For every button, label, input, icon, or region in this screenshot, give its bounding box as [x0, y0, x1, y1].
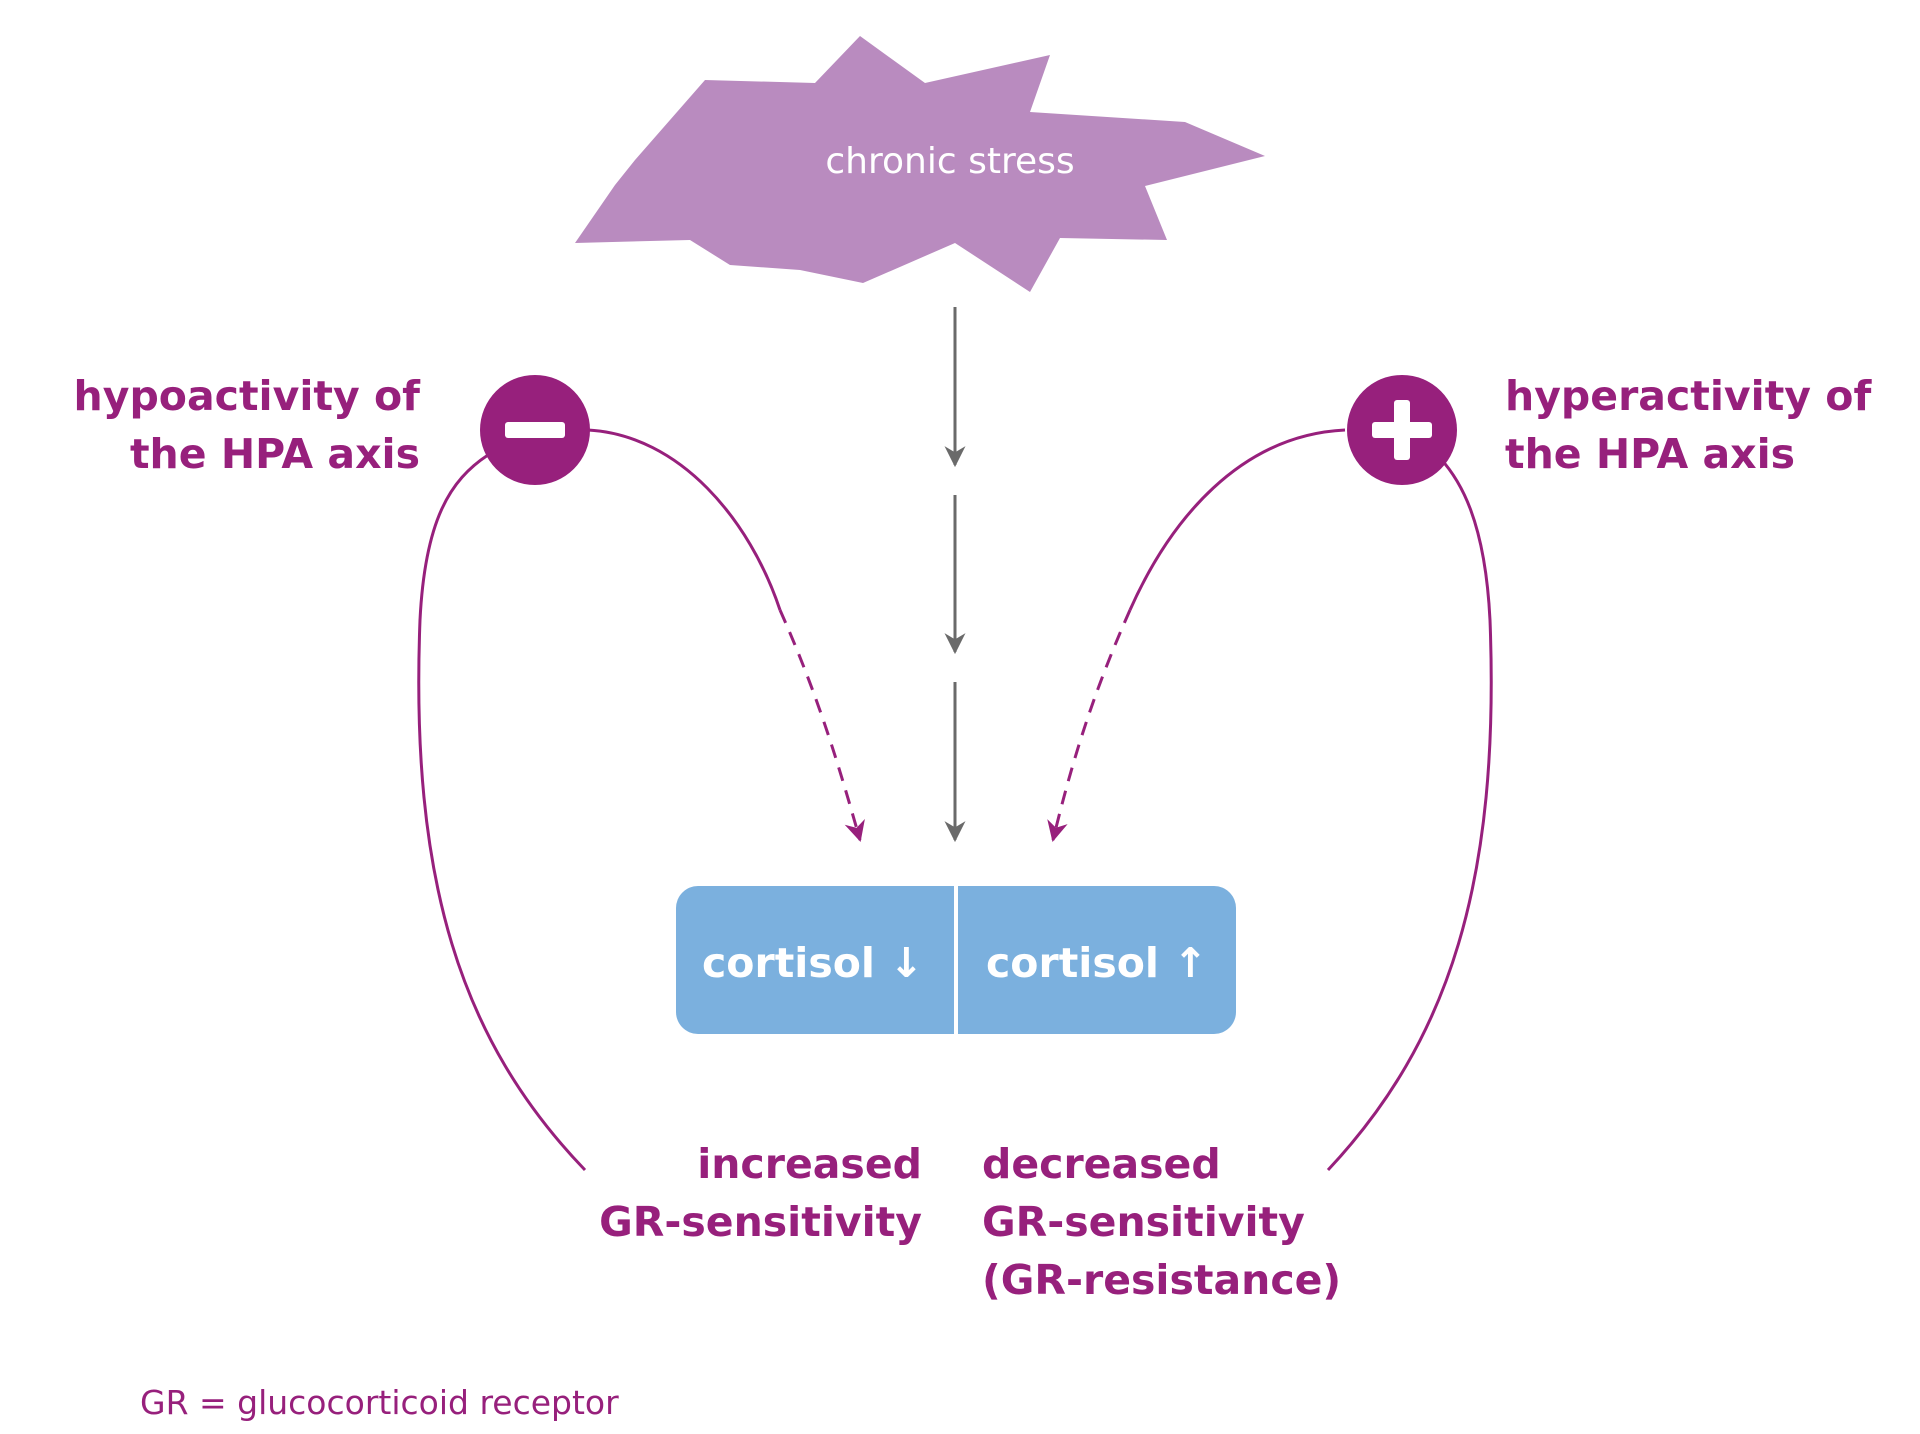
decreased-line1: decreased: [982, 1140, 1221, 1188]
right-solid-curve: [1326, 456, 1493, 1172]
decreased-line3: (GR-resistance): [982, 1256, 1341, 1304]
chronic-stress-burst: chronic stress: [575, 36, 1265, 292]
hyperactivity-line1: hyperactivity of: [1505, 372, 1872, 420]
plus-sign-icon: [1347, 375, 1457, 485]
right-dashed-arrow: [1047, 609, 1132, 843]
cortisol-decreased-label: cortisol ↓: [702, 939, 924, 987]
left-dashed-arrow: [778, 609, 865, 843]
left-solid-curve: [417, 453, 587, 1172]
left-feedback-loop: [417, 428, 865, 1172]
decreased-gr-sensitivity: decreased GR-sensitivity (GR-resistance): [982, 1140, 1341, 1304]
hypoactivity-line1: hypoactivity of: [74, 372, 422, 420]
plus-vertical-bar: [1394, 400, 1410, 460]
hyperactivity-title: hyperactivity of the HPA axis: [1505, 372, 1872, 478]
increased-line1: increased: [697, 1140, 922, 1188]
increased-line2: GR-sensitivity: [599, 1198, 922, 1246]
cortisol-increased-label: cortisol ↑: [986, 939, 1208, 987]
hypoactivity-line2: the HPA axis: [130, 430, 420, 478]
legend-note: GR = glucocorticoid receptor: [140, 1383, 619, 1422]
chronic-stress-label: chronic stress: [825, 141, 1074, 182]
minus-bar: [505, 422, 565, 438]
decreased-line2: GR-sensitivity: [982, 1198, 1305, 1246]
right-solid-curve-upper: [1128, 428, 1346, 611]
minus-sign-icon: [480, 375, 590, 485]
cortisol-box: cortisol ↓ cortisol ↑: [676, 886, 1236, 1034]
hyperactivity-line2: the HPA axis: [1505, 430, 1795, 478]
hypoactivity-title: hypoactivity of the HPA axis: [74, 372, 422, 478]
increased-gr-sensitivity: increased GR-sensitivity: [599, 1140, 922, 1246]
right-feedback-loop: [1047, 428, 1493, 1172]
burst-shape: [575, 36, 1265, 292]
left-solid-curve-upper: [587, 428, 782, 611]
